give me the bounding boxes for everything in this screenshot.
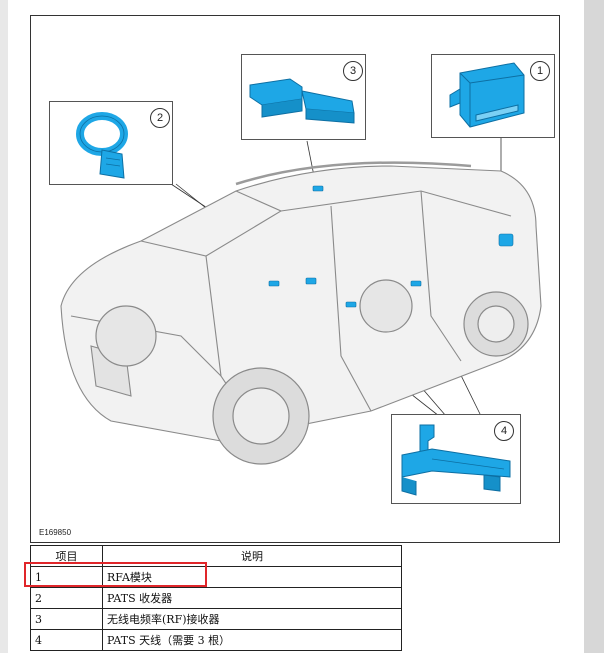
table-row: 3 无线电频率(RF)接收器 [30, 608, 402, 630]
vehicle-illustration [60, 136, 542, 465]
callout-number: 2 [150, 108, 170, 128]
table-row: 2 PATS 收发器 [30, 587, 402, 609]
figure-id-label: E169850 [39, 528, 72, 537]
callout-box-rfa-module: 1 [431, 54, 555, 138]
callout-number: 1 [530, 61, 550, 81]
pats-antenna-icon [401, 424, 511, 496]
highlight-box-rfa-row [24, 562, 207, 587]
pats-transceiver-icon [76, 112, 128, 179]
legend-item-description: PATS 收发器 [102, 587, 402, 609]
table-row: 4 PATS 天线（需要 3 根） [30, 629, 402, 651]
legend-item-number: 3 [30, 608, 103, 630]
legend-item-description: PATS 天线（需要 3 根） [102, 629, 402, 651]
legend-item-description: 无线电频率(RF)接收器 [102, 608, 402, 630]
callout-box-rf-receiver: 3 [241, 54, 366, 140]
callout-box-pats-transceiver: 2 [49, 101, 173, 185]
legend-table: 项目 说明 1 RFA模块 2 PATS 收发器 3 无线电频率(RF)接收器 … [30, 545, 402, 651]
callout-number: 4 [494, 421, 514, 441]
callout-number: 3 [343, 61, 363, 81]
legend-item-number: 4 [30, 629, 103, 651]
rf-receiver-icon [249, 78, 355, 124]
legend-item-number: 2 [30, 587, 103, 609]
rfa-module-icon [449, 62, 525, 128]
callout-box-pats-antenna: 4 [391, 414, 521, 504]
vehicle-figure: 1 2 3 4 E169850 [30, 15, 560, 543]
page-edge [584, 0, 604, 653]
